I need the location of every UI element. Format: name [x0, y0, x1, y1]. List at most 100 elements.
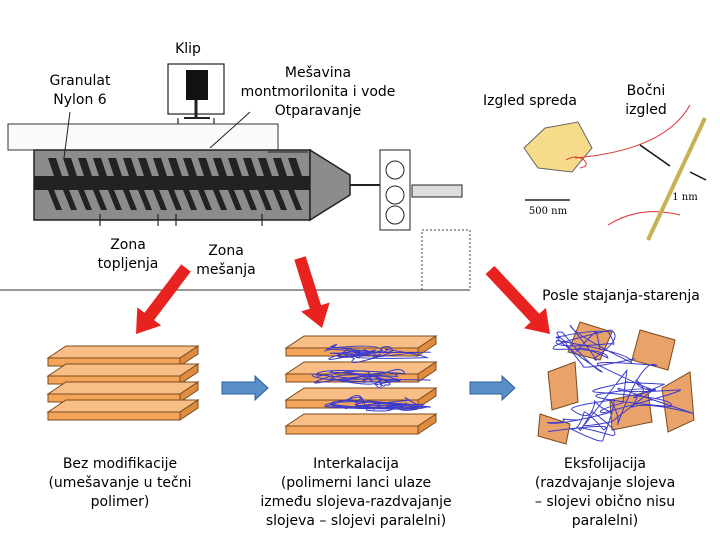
screw-flight-upper: [138, 158, 152, 176]
screw-flights: [48, 158, 302, 210]
screw-flight-lower: [273, 190, 287, 210]
screw-shaft: [34, 176, 310, 190]
clay-layer-top: [46, 363, 200, 377]
screw-flight-upper: [228, 158, 242, 176]
stage-label-unmodified: Bez modifikacije (umešavanje u tečni pol…: [48, 456, 192, 510]
red-arrows: [136, 256, 550, 334]
screw-flight-upper: [258, 158, 272, 176]
clip-piston: [186, 70, 208, 100]
stage-label-exfoliation: Eksfolijacija (razdvajanje slojeva – slo…: [534, 456, 676, 529]
clay-layer-side: [417, 387, 437, 409]
clay-layer-side: [417, 335, 437, 357]
roller-top: [385, 160, 405, 180]
extruder-die: [309, 148, 351, 222]
clay-layer-front: [47, 411, 181, 421]
polymer-chain: [330, 400, 431, 412]
aging-label: Posle stajanja-starenja: [542, 288, 700, 304]
pellet-output: [421, 229, 471, 291]
screw-flight-upper: [108, 158, 122, 176]
screw-flight-upper: [213, 158, 227, 176]
exfoliated-clay-flake: [661, 371, 695, 433]
clay-layer-front: [285, 425, 419, 435]
flake-marker: [565, 156, 587, 169]
screw-flight-lower: [183, 190, 197, 210]
screw-flight-upper: [48, 158, 62, 176]
side-view-label: Bočni izgled: [625, 83, 667, 118]
clay-layer-top: [46, 381, 200, 395]
mixture-label: Mešavina montmorilonita i vode Otparavan…: [240, 65, 396, 119]
zoom-line-bottom: [607, 211, 681, 226]
exfoliated-flakes: [537, 321, 695, 445]
melting-zone-label: Zona topljenja: [97, 237, 159, 272]
screw-flight-upper: [123, 158, 137, 176]
screw-flight-lower: [123, 190, 137, 210]
polymer-chain: [546, 398, 616, 442]
extruder-frame: [7, 123, 279, 151]
polymer-chain: [583, 362, 694, 427]
screw-flight-lower: [198, 190, 212, 210]
scale-1-label: 1 nm: [672, 192, 698, 203]
blue-arrow-1: [221, 374, 269, 402]
clay-layer-top: [284, 413, 438, 427]
stage-label-intercalation: Interkalacija (polimerni lanci ulaze izm…: [260, 456, 452, 529]
red-arrow-mixing: [294, 256, 330, 328]
red-arrow-aging: [485, 265, 550, 334]
screw-flight-lower: [48, 190, 62, 210]
exfoliated-clay-flake: [547, 361, 579, 411]
screw-flight-lower: [93, 190, 107, 210]
clip-label: Klip: [175, 41, 201, 57]
clay-layer-side: [179, 381, 199, 403]
screw-flight-upper: [93, 158, 107, 176]
clay-layer-side: [179, 363, 199, 385]
polymer-chains-intercalated: [311, 343, 432, 412]
screw-flight-upper: [183, 158, 197, 176]
thickness-arrow-b: [689, 171, 707, 181]
exfoliated-clay-flake: [631, 329, 676, 371]
thickness-arrow-a: [639, 144, 671, 167]
clay-layer-side: [179, 345, 199, 367]
polymer-chain: [329, 348, 432, 363]
clay-layer-side: [417, 413, 437, 435]
blue-arrow-2: [469, 374, 516, 402]
screw-flight-lower: [213, 190, 227, 210]
polymer-chains-exfoliated: [546, 324, 694, 442]
roller-bottom: [385, 205, 405, 225]
screw-flight-lower: [153, 190, 167, 210]
layer-stack-unmodified: [46, 345, 200, 421]
screw-flight-upper: [168, 158, 182, 176]
screw-flight-upper: [63, 158, 77, 176]
mixing-zone-label: Zona mešanja: [196, 243, 256, 278]
polymer-chain: [552, 324, 636, 373]
screw-flight-upper: [243, 158, 257, 176]
screw-flight-lower: [288, 190, 302, 210]
screw-flight-lower: [63, 190, 77, 210]
polymer-chain: [329, 372, 431, 389]
screw-flight-lower: [78, 190, 92, 210]
clay-layer-side: [179, 399, 199, 421]
flake-side-view: [646, 117, 707, 241]
clay-layer-top: [284, 361, 438, 375]
screw-flight-lower: [243, 190, 257, 210]
screw-flight-lower: [168, 190, 182, 210]
screw-flight-upper: [78, 158, 92, 176]
screw-flight-upper: [153, 158, 167, 176]
clay-layer-top: [46, 399, 200, 413]
screw-flight-lower: [108, 190, 122, 210]
particle-views: [523, 104, 707, 241]
clay-layer-top: [46, 345, 200, 359]
screw-flight-upper: [288, 158, 302, 176]
flake-top-view: [523, 121, 593, 173]
red-arrow-melting: [136, 264, 191, 334]
cutter: [411, 184, 463, 198]
granulate-label: Granulat Nylon 6: [49, 73, 111, 108]
top-view-label: Izgled spreda: [483, 93, 577, 109]
roller-middle: [385, 185, 405, 205]
zoom-line-top: [574, 104, 691, 159]
screw-flight-upper: [198, 158, 212, 176]
scale-500-label: 500 nm: [528, 206, 568, 217]
screw-flight-lower: [228, 190, 242, 210]
polymer-chain: [324, 343, 393, 360]
screw-flight-lower: [258, 190, 272, 210]
extruder-illustration: [0, 63, 471, 291]
